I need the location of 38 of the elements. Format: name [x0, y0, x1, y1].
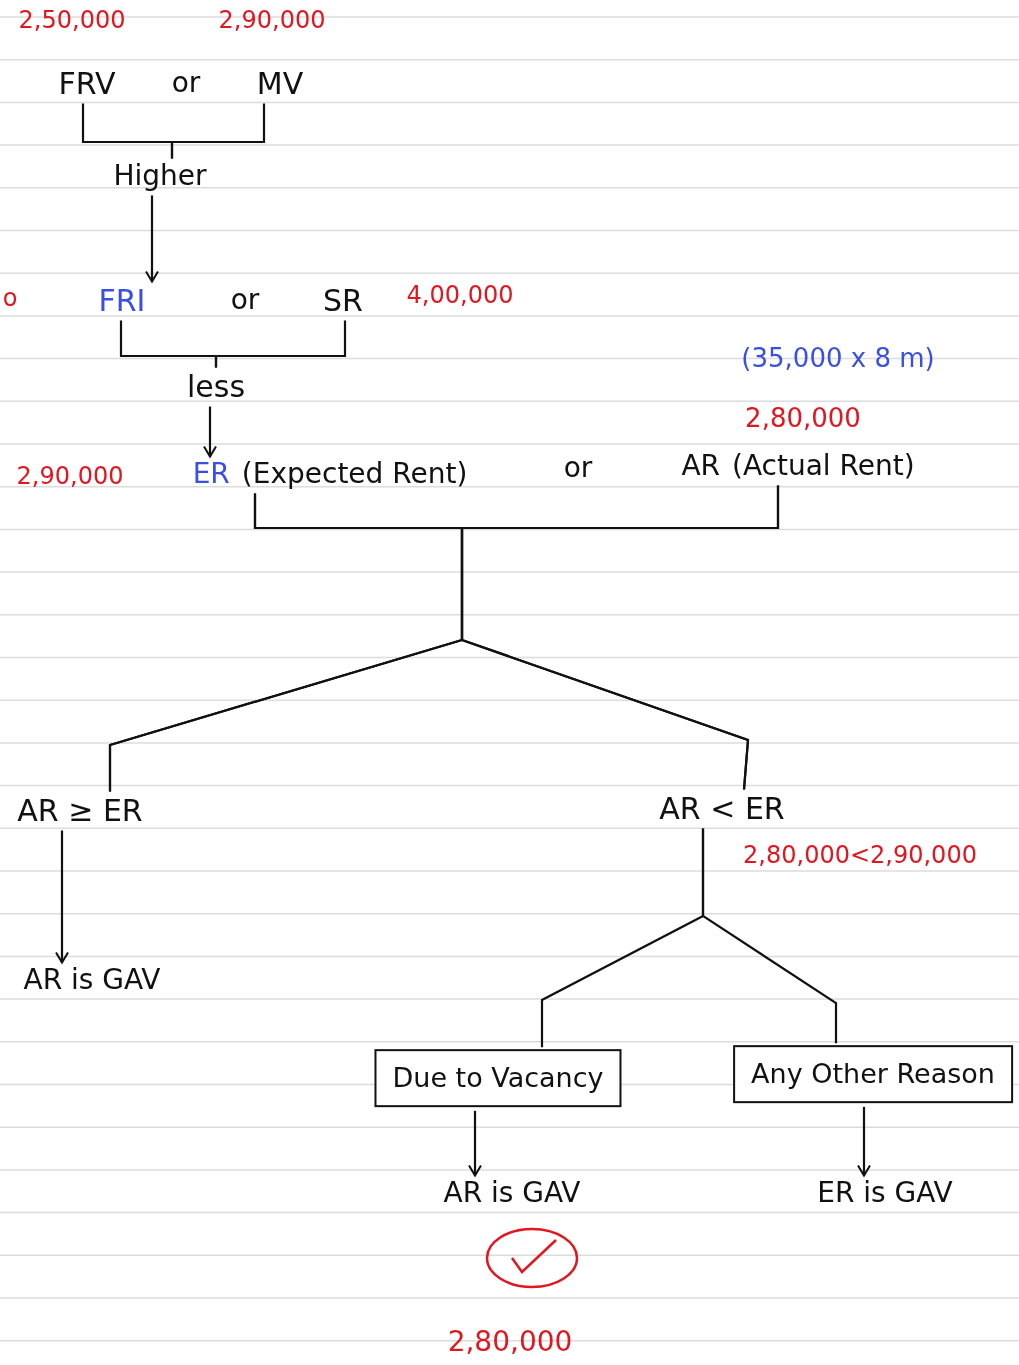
node-label: SR: [323, 283, 363, 317]
value-note: 2,90,000: [218, 6, 326, 34]
node-label: AR is GAV: [443, 1177, 581, 1209]
node-label: FRI: [98, 283, 146, 317]
node-description: (Expected Rent): [241, 458, 468, 490]
arrow: [203, 406, 217, 458]
node-label: AR < ER: [659, 791, 785, 825]
connector-word: or: [171, 67, 201, 99]
condition-box: Any Other Reason: [733, 1045, 1013, 1103]
connector-word: or: [230, 284, 260, 316]
node-description: (Actual Rent): [732, 450, 915, 482]
connector-line: [701, 828, 838, 1044]
arrow: [55, 830, 69, 964]
node-label: AR ≥ ER: [17, 793, 143, 827]
node-label: ER: [192, 458, 230, 490]
value-note: 4,00,000: [406, 281, 514, 309]
arrow: [145, 195, 159, 283]
value-note: 2,80,000<2,90,000: [743, 841, 977, 869]
connector-line: [170, 103, 266, 159]
value-note: 2,50,000: [18, 6, 126, 34]
node-label: less: [186, 369, 246, 403]
connector-line: [214, 320, 347, 368]
condition-box: Due to Vacancy: [374, 1049, 622, 1107]
value-note: 2,80,000: [447, 1326, 573, 1358]
node-label: ER is GAV: [817, 1177, 953, 1209]
arrow: [857, 1106, 871, 1177]
node-label: Higher: [113, 160, 207, 192]
value-note: 2,90,000: [16, 462, 124, 490]
node-label: AR: [681, 450, 720, 482]
connector-line: [460, 485, 780, 790]
node-label: FRV: [58, 66, 116, 100]
value-note: 2,80,000: [745, 403, 861, 433]
arrow: [468, 1110, 482, 1177]
value-note: (35,000 x 8 m): [741, 343, 935, 373]
connector-word: or: [563, 452, 593, 484]
node-label: AR is GAV: [23, 964, 161, 996]
node-label: MV: [256, 66, 304, 100]
value-note: o: [2, 284, 18, 312]
